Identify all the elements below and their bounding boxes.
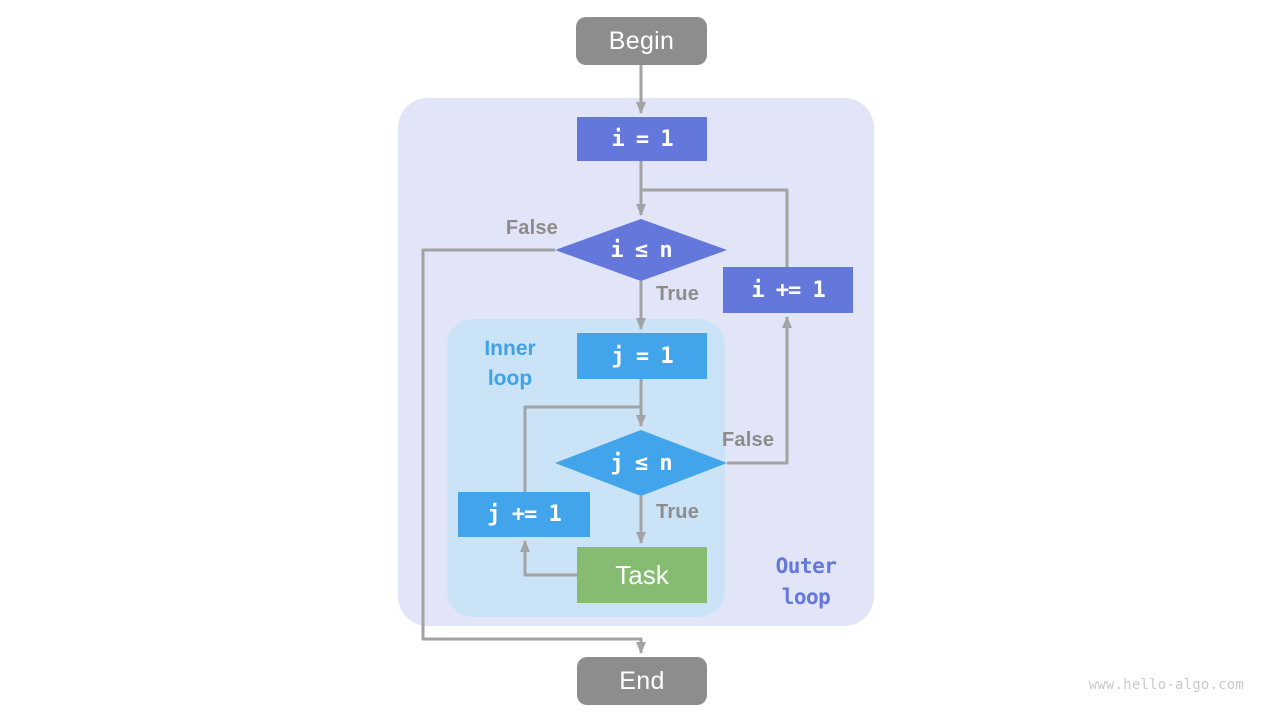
watermark: www.hello-algo.com — [1088, 677, 1244, 693]
i-init-node: i = 1 — [577, 117, 707, 161]
outer-loop-label: Outer loop — [744, 551, 868, 613]
i-increment-node: i += 1 — [723, 267, 853, 313]
outer-loop-label-line1: Outer — [775, 554, 837, 578]
end-node: End — [577, 657, 707, 705]
task-node: Task — [577, 547, 707, 603]
edge-i-false-to-end — [421, 248, 646, 654]
j-true-label: True — [656, 501, 700, 523]
edge-j-false-to-i-incr — [727, 316, 792, 465]
edge-i-incr-merge — [641, 188, 789, 268]
j-init-node: j = 1 — [577, 333, 707, 379]
inner-loop-label-line1: Inner — [484, 337, 536, 360]
i-false-label: False — [505, 217, 558, 239]
i-true-label: True — [656, 283, 700, 305]
edge-j-incr-merge — [523, 405, 641, 493]
j-increment-node: j += 1 — [458, 492, 590, 537]
begin-node: Begin — [576, 17, 707, 65]
inner-loop-label: Inner loop — [455, 334, 565, 394]
edge-task-to-j-incr — [520, 540, 577, 577]
j-false-label: False — [722, 429, 775, 451]
inner-loop-label-line2: loop — [487, 367, 533, 390]
outer-loop-label-line2: loop — [781, 585, 831, 609]
